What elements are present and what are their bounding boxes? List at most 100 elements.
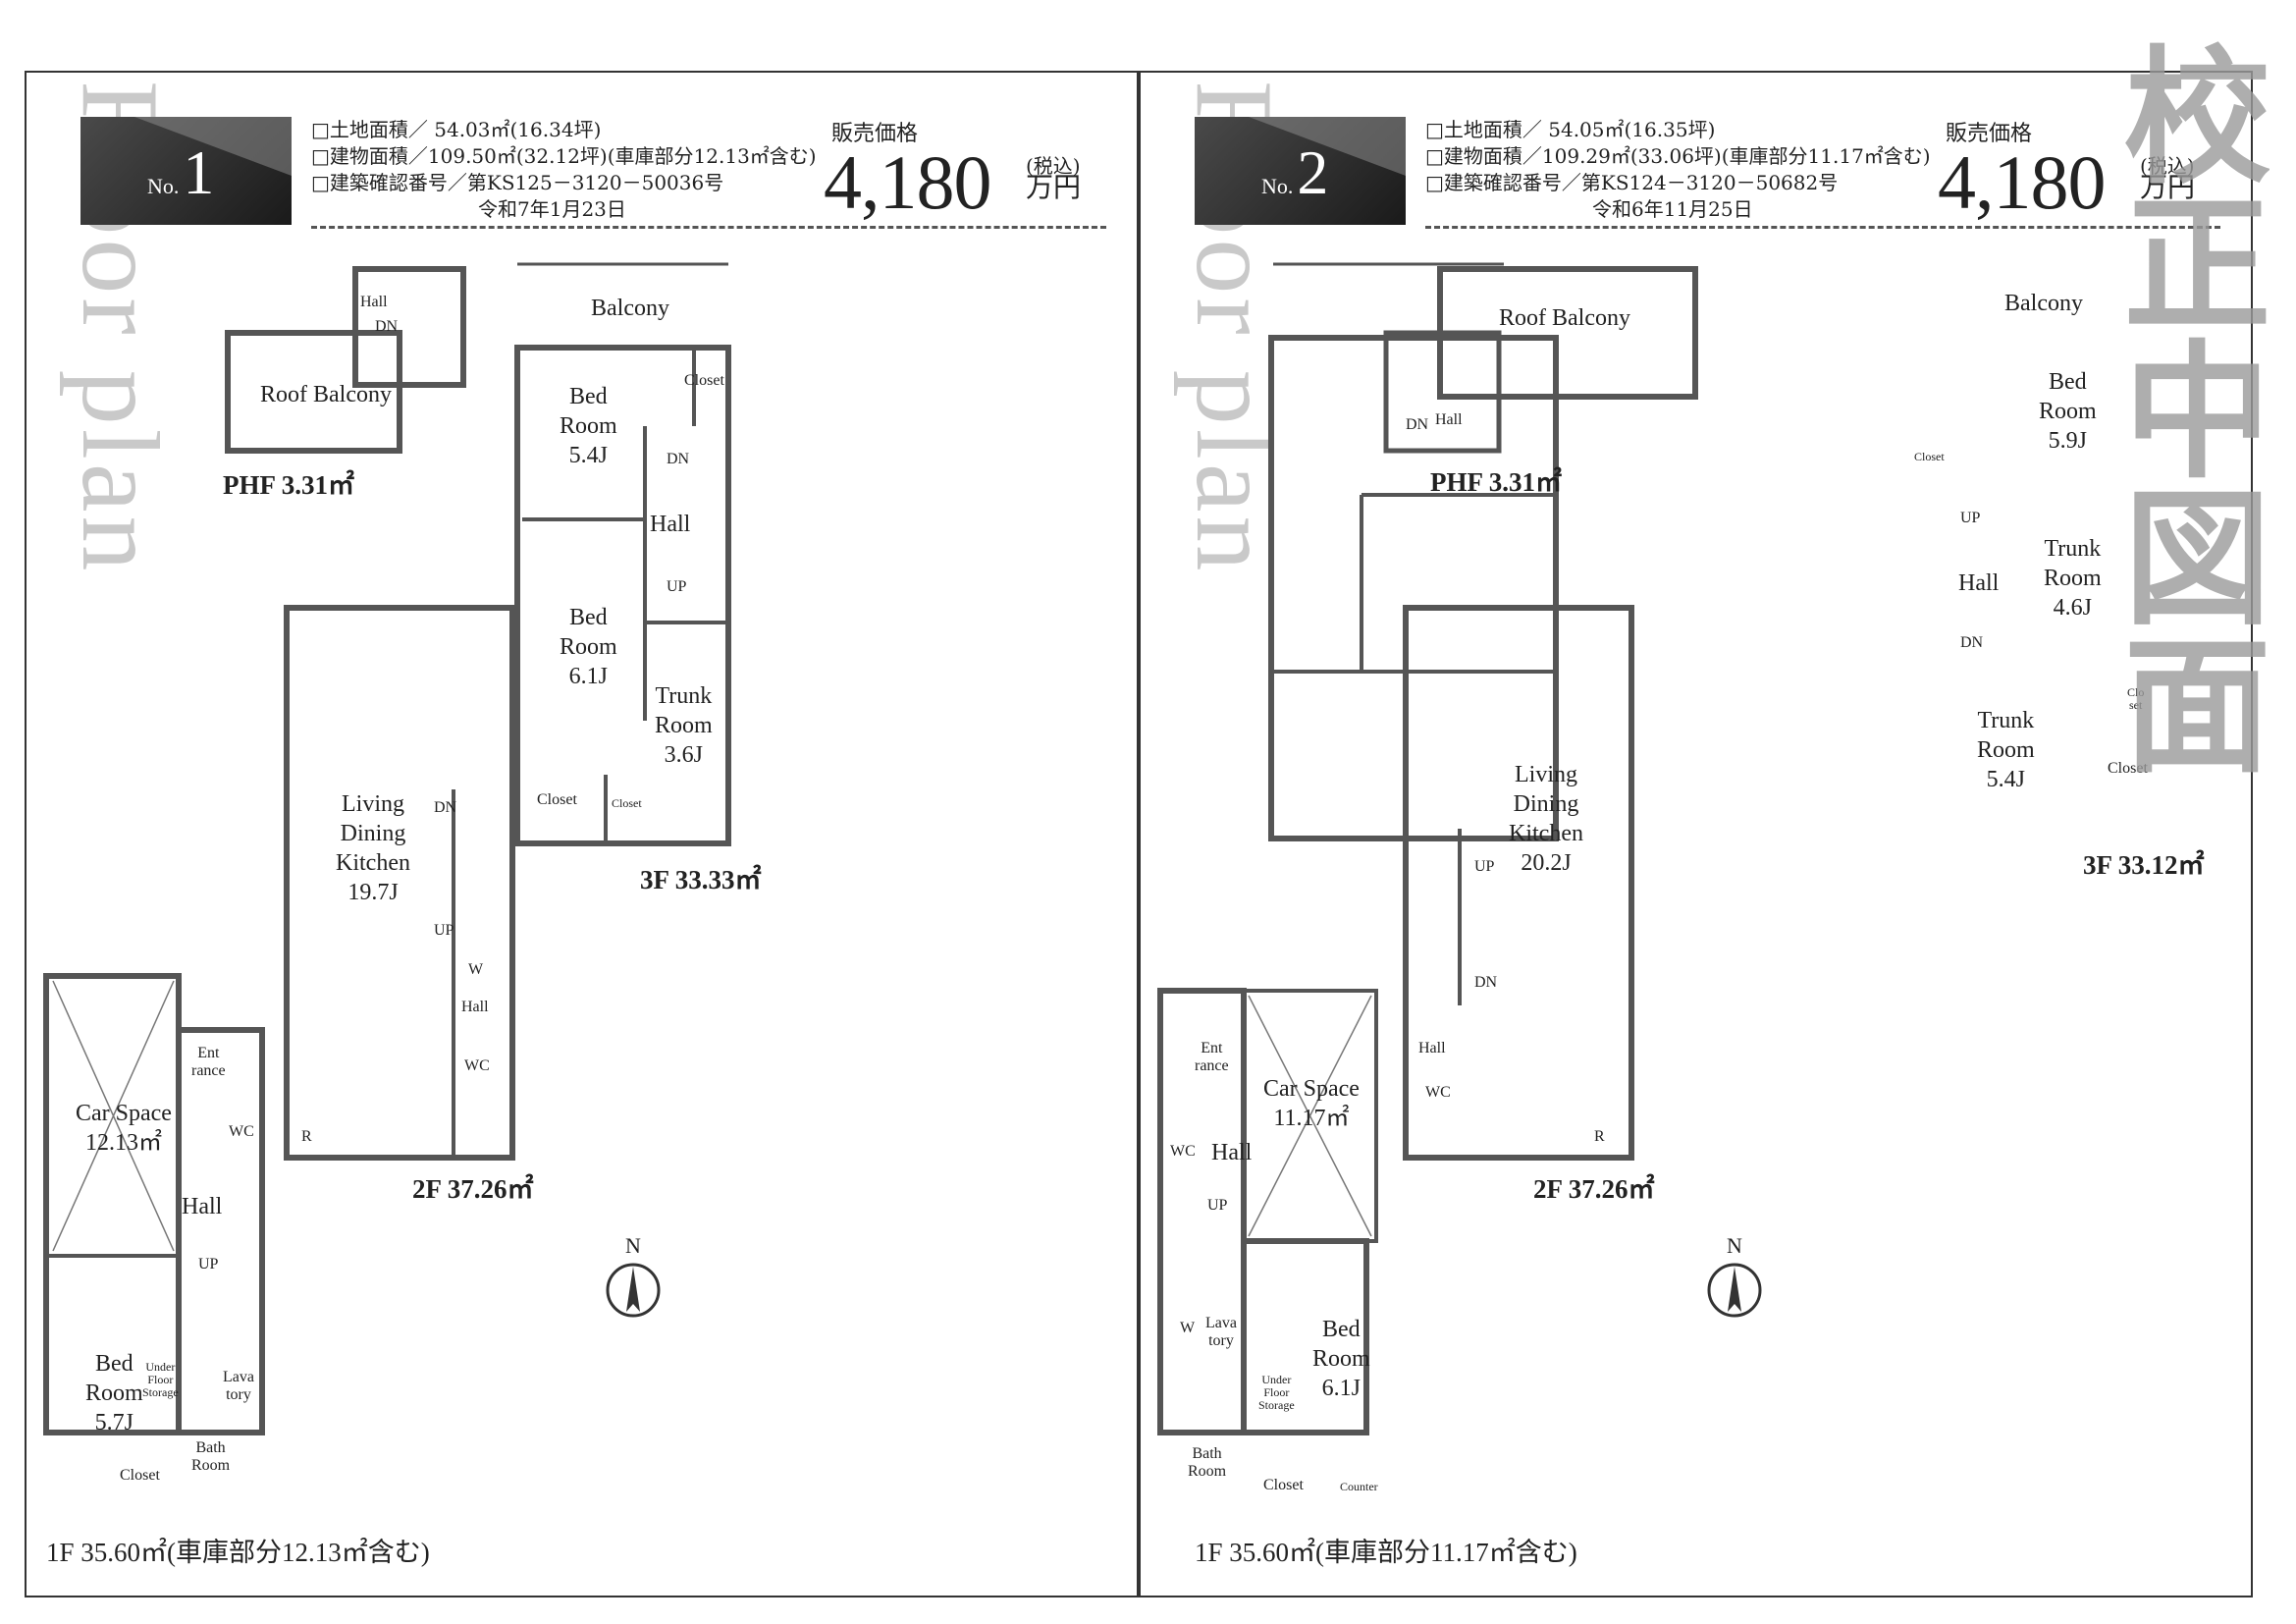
lavatory: Lava tory [1205,1315,1237,1349]
entrance: Ent rance [1195,1040,1229,1074]
up-2f: UP [1474,858,1495,875]
roof-balcony: Roof Balcony [1499,305,1630,331]
r-2f: R [1594,1128,1605,1145]
dn-phf: DN [1406,416,1429,433]
w-2f: W [468,961,484,978]
closet-1f: Closet [1263,1477,1304,1493]
property-info: □土地面積／ 54.05㎡(16.35坪) □建物面積／109.29㎡(33.0… [1425,117,1931,223]
area-1f: 1F 35.60㎡(車庫部分11.17㎡含む) [1195,1538,1577,1567]
land-area: □土地面積／ 54.05㎡(16.35坪) [1425,118,1716,141]
under-floor-storage: Under Floor Storage [142,1360,179,1399]
dn-3f: DN [667,451,690,467]
price: 4,180 [1938,139,2106,225]
area-3f: 3F 33.33㎡ [640,865,762,894]
compass-icon [606,1263,661,1318]
plan-number-badge: No.1 [80,117,292,225]
balcony: Balcony [2004,291,2083,316]
floor-plan-drawing-2 [1157,262,1698,1435]
building-area: □建物面積／109.50㎡(32.12坪)(車庫部分12.13㎡含む) [311,144,817,168]
wc-1f: WC [229,1123,254,1140]
up-3f: UP [1960,510,1981,526]
bed-room-1f: Bed Room 6.1J [1312,1317,1370,1401]
bath-room: Bath Room [191,1439,231,1474]
up-1f: UP [1207,1197,1228,1214]
area-2f: 2F 37.26㎡ [412,1174,534,1204]
dn-3f: DN [1960,634,1984,651]
hall-3f: Hall [650,512,691,537]
bath-room: Bath Room [1188,1445,1227,1480]
lavatory: Lava tory [223,1369,254,1403]
up-2f: UP [434,922,454,939]
roof-balcony: Roof Balcony [260,382,392,407]
area-2f: 2F 37.26㎡ [1533,1174,1655,1204]
permit-number: □建築確認番号／第KS124－3120－50682号 [1425,171,1839,194]
dn-2f: DN [1474,974,1498,991]
w-1f: W [1180,1320,1196,1336]
closet-3f-small: Closet [612,796,642,810]
price-tax-unit: (税込)万円 [1026,154,1082,203]
up-3f: UP [667,578,687,595]
permit-date: 令和7年1月23日 [478,197,626,221]
hall-phf: Hall [360,294,388,310]
r-2f: R [301,1128,312,1145]
price-label: 販売価格 [831,122,919,146]
price: 4,180 [824,139,991,225]
divider [311,226,1106,229]
price-tax-unit: (税込)万円 [2140,154,2196,203]
area-1f: 1F 35.60㎡(車庫部分12.13㎡含む) [46,1538,430,1567]
living-dining-kitchen: Living Dining Kitchen 20.2J [1509,762,1583,876]
north-label: N [1727,1233,1742,1258]
wc-2f: WC [1425,1084,1451,1101]
hall-3f: Hall [1958,570,2000,596]
property-info: □土地面積／ 54.03㎡(16.34坪) □建物面積／109.50㎡(32.1… [311,117,817,223]
trunk-room: Trunk Room 3.6J [655,683,713,768]
permit-date: 令和6年11月25日 [1592,197,1753,221]
hall-1f: Hall [182,1194,223,1219]
north-label: N [625,1233,641,1258]
bed-room-1: Bed Room 5.9J [2039,369,2097,454]
counter: Counter [1340,1480,1378,1493]
closet-3f-a: Closet [1914,450,1945,463]
price-label: 販売価格 [1946,122,2033,146]
plan-number-badge: No.2 [1195,117,1406,225]
closet-3f-b: Clo set [2127,685,2145,712]
entrance: Ent rance [191,1045,226,1079]
dn-phf: DN [375,318,399,335]
trunk-room-2: Trunk Room 5.4J [1977,708,2035,792]
floor-plan-panel-2: Floor plan No.2 □土地面積／ 54.05㎡(16.35坪) □建… [1139,71,2253,1597]
living-dining-kitchen: Living Dining Kitchen 19.7J [336,791,410,905]
land-area: □土地面積／ 54.03㎡(16.34坪) [311,118,602,141]
balcony: Balcony [591,296,669,321]
floor-plan-panel-1: Floor plan No.1 □土地面積／ 54.03㎡(16.34坪) □建… [25,71,1139,1597]
north-arrow: N [1705,1231,1764,1325]
draft-stamp: 校正中図面 [2099,39,2269,776]
area-phf: PHF 3.31㎡ [223,470,354,500]
hall-2f: Hall [1418,1040,1446,1056]
closet-1f: Closet [120,1467,160,1484]
car-space: Car Space 12.13㎡ [76,1101,172,1156]
hall-phf: Hall [1435,411,1463,428]
wc-1f: WC [1170,1143,1196,1160]
closet-3f-c: Closet [2108,760,2148,777]
divider [1425,226,2220,229]
under-floor-storage: Under Floor Storage [1258,1373,1295,1412]
bed-room-1f: Bed Room 5.7J [85,1351,143,1435]
hall-2f: Hall [461,999,489,1015]
permit-number: □建築確認番号／第KS125－3120－50036号 [311,171,724,194]
building-area: □建物面積／109.29㎡(33.06坪)(車庫部分11.17㎡含む) [1425,144,1931,168]
closet-3f-top: Closet [684,372,724,389]
car-space: Car Space 11.17㎡ [1263,1076,1360,1131]
north-arrow: N [604,1231,663,1325]
compass-icon [1707,1263,1762,1318]
up-1f: UP [198,1256,219,1272]
wc-2f: WC [464,1057,490,1074]
bed-room-2: Bed Room 6.1J [560,605,617,689]
hall-1f: Hall [1211,1140,1253,1165]
area-3f: 3F 33.12㎡ [2083,850,2205,880]
floor-plan-drawing-1 [43,262,731,1435]
closet-3f: Closet [537,791,577,808]
trunk-room-1: Trunk Room 4.6J [2044,536,2102,621]
bed-room-1: Bed Room 5.4J [560,384,617,468]
area-phf: PHF 3.31㎡ [1430,467,1562,497]
dn-2f: DN [434,799,457,816]
